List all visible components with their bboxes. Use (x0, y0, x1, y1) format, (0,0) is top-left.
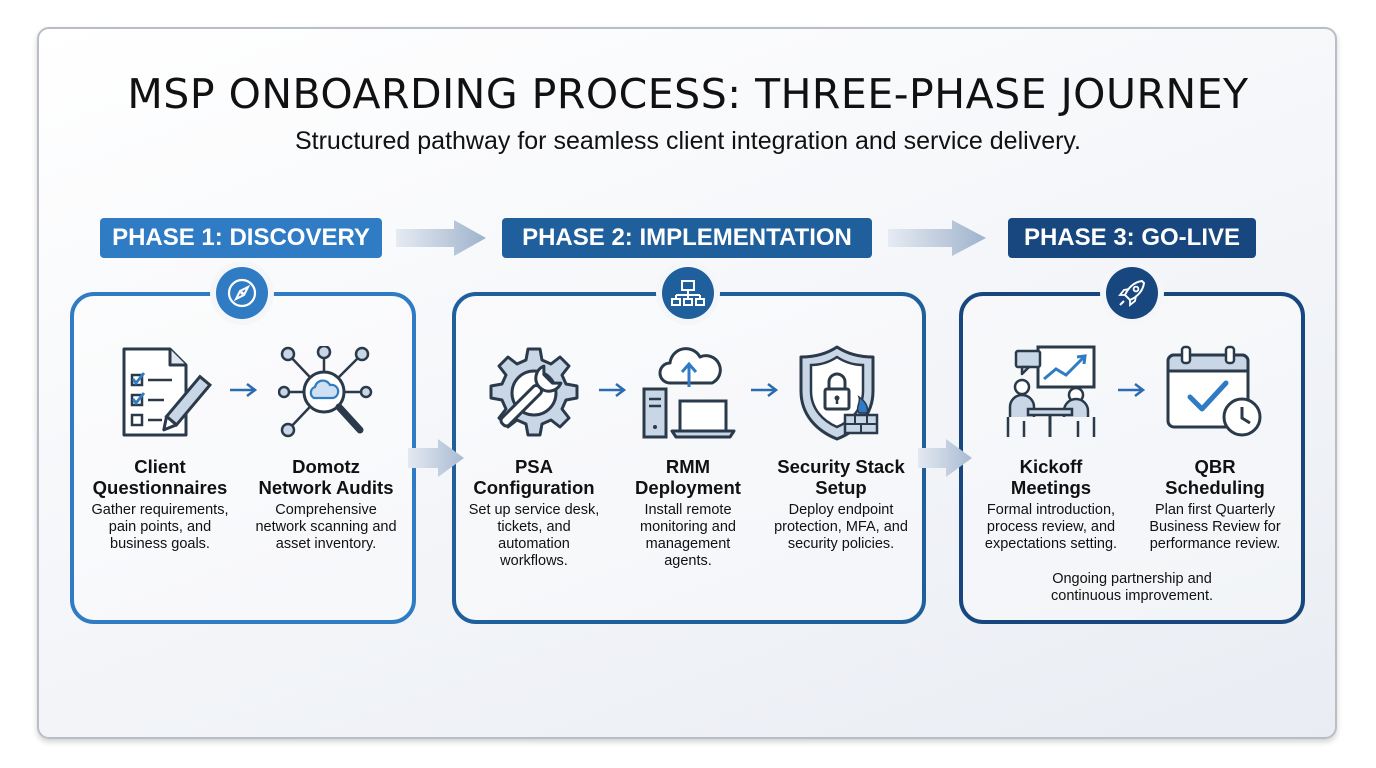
step-arrow-icon (597, 380, 627, 406)
phase-2-panel (452, 292, 926, 624)
phase-arrow-2-3 (888, 220, 986, 256)
gear-wrench-icon (489, 347, 579, 437)
page-title: MSP ONBOARDING PROCESS: THREE-PHASE JOUR… (127, 70, 1249, 118)
calendar-check-icon (1166, 345, 1262, 437)
phase-arrow-1-2 (396, 220, 486, 256)
questionnaire-icon (122, 347, 212, 437)
step-arrow-icon (228, 380, 258, 406)
phase-2-label: PHASE 2: IMPLEMENTATION (502, 218, 872, 258)
page-subtitle: Structured pathway for seamless client i… (294, 127, 1082, 155)
cloud-computer-icon (642, 347, 736, 439)
panel-arrow-1-2 (408, 439, 464, 477)
phase-3-label: PHASE 3: GO-LIVE (1008, 218, 1256, 258)
phase-3-panel (959, 292, 1305, 624)
phase-1-panel (70, 292, 416, 624)
phase-1-label: PHASE 1: DISCOVERY (100, 218, 382, 258)
step-arrow-icon (1116, 380, 1146, 406)
step-arrow-icon (749, 380, 779, 406)
meeting-icon (1006, 345, 1096, 437)
network-icon (662, 267, 714, 319)
compass-icon (216, 267, 268, 319)
shield-lock-icon (799, 345, 879, 441)
network-audit-icon (278, 346, 373, 438)
rocket-icon (1106, 267, 1158, 319)
panel-arrow-2-3 (918, 439, 972, 477)
